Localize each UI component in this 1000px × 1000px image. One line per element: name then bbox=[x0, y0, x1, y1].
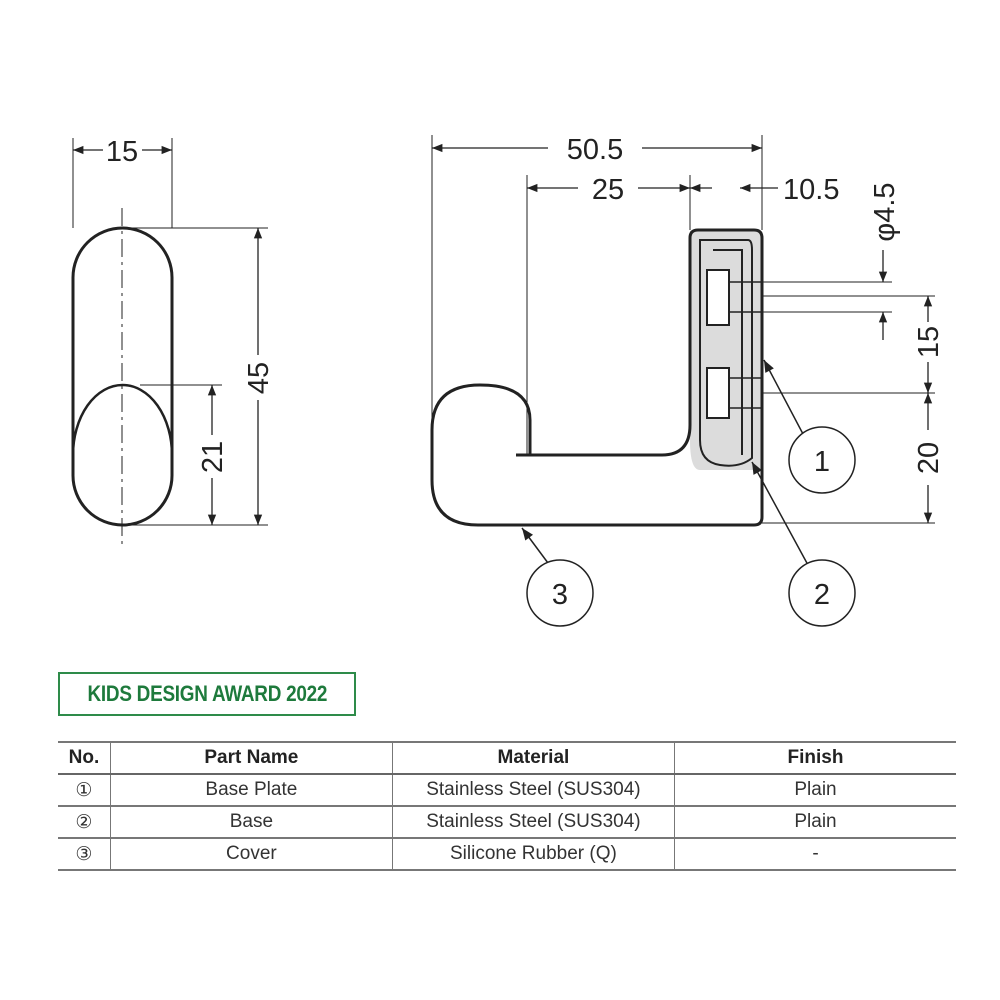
plate-thickness-dim: 10.5 bbox=[783, 174, 839, 206]
callout-1-circle bbox=[788, 426, 856, 494]
front-view bbox=[71, 138, 268, 548]
cell-finish: Plain bbox=[673, 774, 956, 807]
front-width-dim: 15 bbox=[106, 136, 138, 168]
callout-1-label: 1 bbox=[814, 446, 830, 478]
cell-material: Stainless Steel (SUS304) bbox=[391, 806, 675, 839]
callout-3-circle bbox=[526, 559, 594, 627]
header-finish: Finish bbox=[673, 741, 956, 775]
bottom-height-dim: 20 bbox=[913, 442, 945, 474]
callout-2-label: 2 bbox=[814, 579, 830, 611]
front-lower-dim: 21 bbox=[197, 441, 229, 473]
hole-pitch-dim: 15 bbox=[913, 326, 945, 358]
hole-diameter-dim: φ4.5 bbox=[869, 182, 901, 241]
cell-part-name: Base bbox=[109, 806, 393, 839]
cell-material: Silicone Rubber (Q) bbox=[391, 838, 675, 871]
cell-no: ③ bbox=[58, 838, 111, 871]
cell-no: ② bbox=[58, 806, 111, 839]
award-badge: KIDS DESIGN AWARD 2022 bbox=[58, 672, 356, 716]
table-row: ① Base Plate Stainless Steel (SUS304) Pl… bbox=[58, 774, 956, 807]
table-row: ② Base Stainless Steel (SUS304) Plain bbox=[58, 806, 956, 839]
cell-finish: - bbox=[673, 838, 956, 871]
parts-table: No. Part Name Material Finish ① Base Pla… bbox=[58, 741, 956, 871]
cell-part-name: Cover bbox=[109, 838, 393, 871]
header-no: No. bbox=[58, 741, 111, 775]
side-view bbox=[430, 135, 935, 627]
front-height-dim: 45 bbox=[243, 362, 275, 394]
cell-no: ① bbox=[58, 774, 111, 807]
table-header-row: No. Part Name Material Finish bbox=[58, 741, 956, 775]
cell-finish: Plain bbox=[673, 806, 956, 839]
callout-3-label: 3 bbox=[552, 579, 568, 611]
header-part-name: Part Name bbox=[109, 741, 393, 775]
overall-length-dim: 50.5 bbox=[567, 134, 623, 166]
callout-2-circle bbox=[788, 559, 856, 627]
table-row: ③ Cover Silicone Rubber (Q) - bbox=[58, 838, 956, 871]
cell-material: Stainless Steel (SUS304) bbox=[391, 774, 675, 807]
header-material: Material bbox=[391, 741, 675, 775]
award-label: KIDS DESIGN AWARD 2022 bbox=[87, 681, 327, 706]
cell-part-name: Base Plate bbox=[109, 774, 393, 807]
technical-drawing: 15 45 21 bbox=[71, 134, 945, 627]
depth-dim: 25 bbox=[592, 174, 624, 206]
